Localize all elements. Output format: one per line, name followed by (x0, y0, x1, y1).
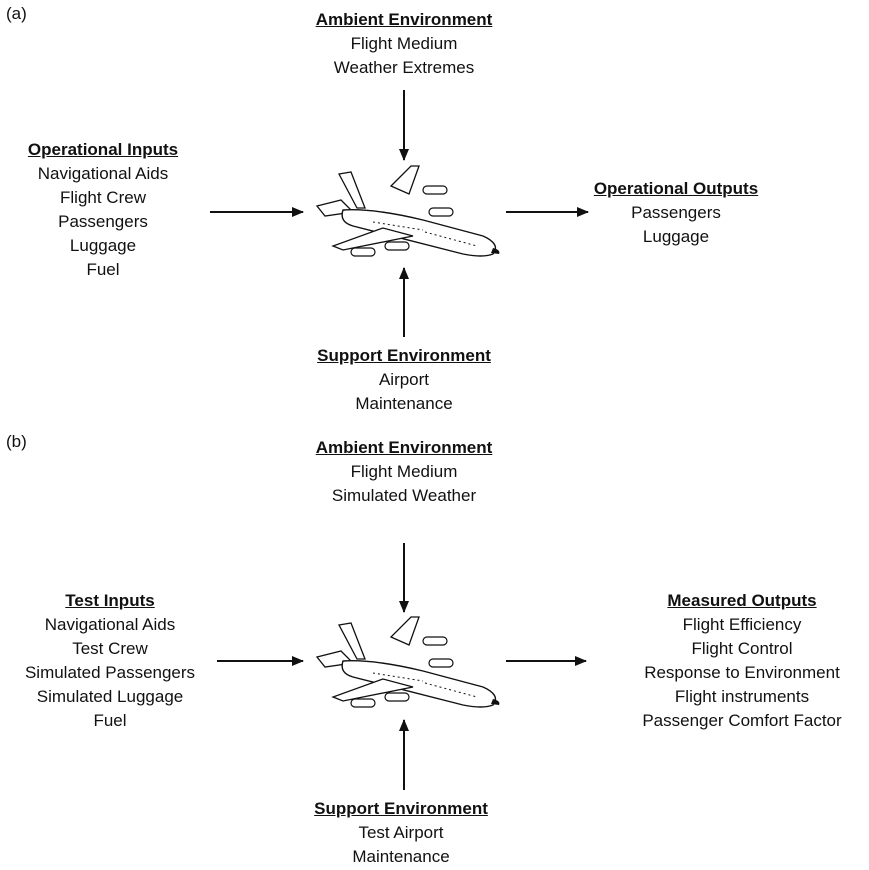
block-item: Flight Crew (60, 188, 146, 207)
block-item: Airport (378, 370, 430, 389)
support-environment-block: Support Environment Test Airport Mainten… (314, 797, 488, 869)
diagram-panel-b: (b) Ambient Environment Flight Medium Si… (0, 432, 869, 870)
block-heading: Ambient Environment (315, 438, 493, 457)
diagram-arrows (210, 90, 589, 337)
block-item: Flight Efficiency (682, 615, 802, 634)
block-item: Maintenance (355, 394, 453, 413)
block-item: Passengers (58, 212, 148, 231)
block-item: Fuel (93, 711, 127, 730)
airplane-icon (315, 165, 500, 257)
block-item: Maintenance (352, 847, 450, 866)
block-heading: Measured Outputs (667, 591, 817, 610)
block-item: Passenger Comfort Factor (642, 711, 842, 730)
block-heading: Support Environment (314, 799, 488, 818)
block-item: Luggage (642, 227, 710, 246)
ambient-environment-block: Ambient Environment Flight Medium Simula… (316, 436, 493, 508)
diagram-arrows (217, 543, 587, 790)
block-item: Flight Control (691, 639, 793, 658)
panel-label: (b) (6, 432, 27, 451)
support-environment-block: Support Environment Airport Maintenance (317, 344, 491, 416)
inputs-block: Operational Inputs Navigational Aids Fli… (28, 138, 178, 282)
block-item: Passengers (631, 203, 721, 222)
block-item: Fuel (86, 260, 120, 279)
block-heading: Support Environment (317, 346, 491, 365)
panel-label: (a) (6, 4, 27, 23)
outputs-block: Operational Outputs Passengers Luggage (594, 177, 758, 249)
block-item: Navigational Aids (44, 615, 176, 634)
block-item: Weather Extremes (333, 58, 475, 77)
block-item: Simulated Passengers (24, 663, 196, 682)
outputs-block: Measured Outputs Flight Efficiency Fligh… (642, 589, 841, 733)
block-item: Simulated Luggage (36, 687, 184, 706)
diagram-panel-a: (a) Ambient Environment Flight Medium We… (6, 4, 758, 416)
ambient-environment-block: Ambient Environment Flight Medium Weathe… (316, 8, 493, 80)
block-heading: Test Inputs (65, 591, 155, 610)
block-heading: Operational Inputs (27, 140, 179, 159)
block-item: Test Crew (72, 639, 148, 658)
block-item: Test Airport (358, 823, 444, 842)
block-item: Response to Environment (644, 663, 840, 682)
block-item: Luggage (69, 236, 137, 255)
block-item: Simulated Weather (331, 486, 477, 505)
block-item: Flight Medium (350, 462, 458, 481)
block-item: Flight instruments (674, 687, 810, 706)
airplane-icon (315, 616, 500, 708)
block-item: Navigational Aids (37, 164, 169, 183)
block-item: Flight Medium (350, 34, 458, 53)
block-heading: Ambient Environment (315, 10, 493, 29)
inputs-block: Test Inputs Navigational Aids Test Crew … (25, 589, 195, 733)
block-heading: Operational Outputs (593, 179, 759, 198)
